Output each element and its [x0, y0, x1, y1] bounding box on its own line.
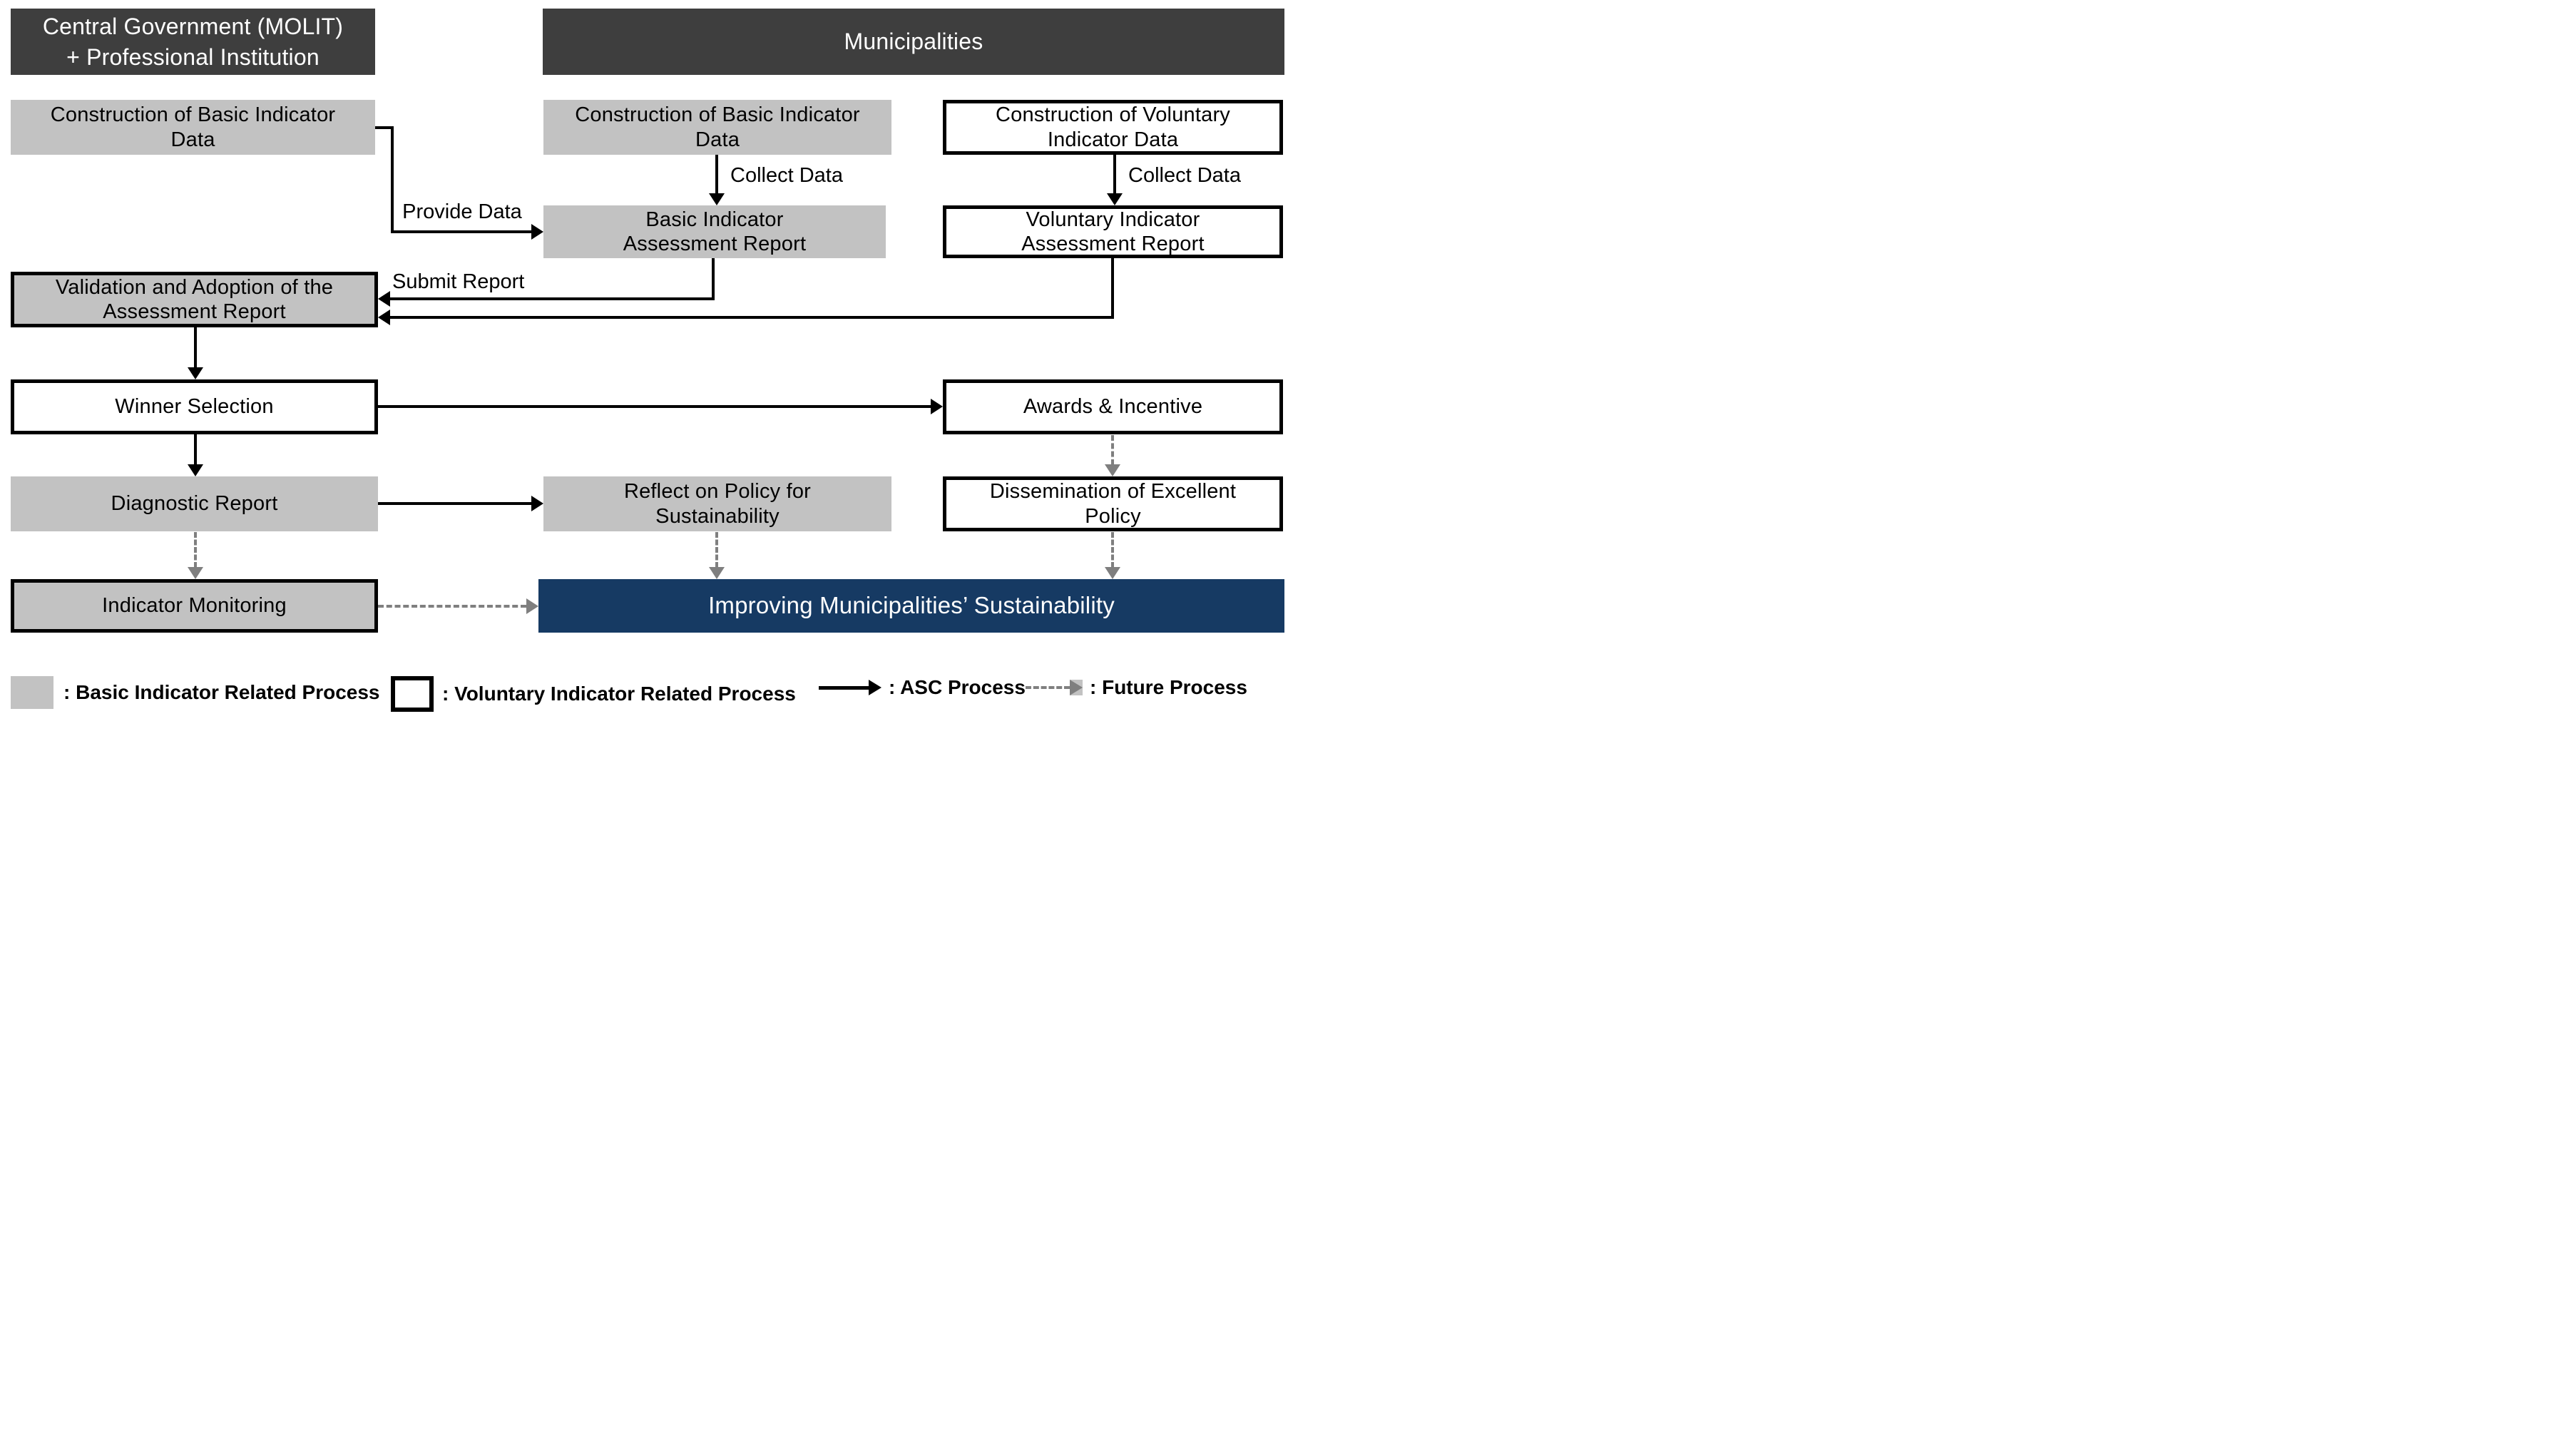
connector-provide-data-seg2 [391, 126, 394, 233]
legend-gray-swatch-icon [11, 676, 53, 709]
arrow-head-down-icon [188, 464, 203, 476]
arrow-head-down-icon [709, 193, 725, 205]
legend-label: : Voluntary Indicator Related Process [442, 683, 796, 705]
connector-voluntary-submit-seg2 [389, 316, 1114, 319]
connector-provide-data-seg1 [375, 126, 394, 129]
connector-submit-report-seg1 [712, 258, 715, 300]
connector-collect-mid-line [715, 155, 718, 195]
arrow-head-right-gray-icon [526, 598, 538, 614]
legend-label: : ASC Process [889, 676, 1026, 698]
box-awards-incentive: Awards & Incentive [943, 379, 1283, 434]
connector-submit-report-seg2 [389, 297, 715, 300]
box-diagnostic-report: Diagnostic Report [11, 476, 378, 531]
arrow-head-down-gray-icon [1105, 567, 1120, 579]
box-improving-sustainability: Improving Municipalities’ Sustainability [538, 579, 1284, 633]
connector-winner-awards [378, 405, 931, 408]
arrow-head-right-icon [531, 496, 543, 511]
arrow-head-down-icon [1107, 193, 1123, 205]
connector-dissemination-improving-dashed [1111, 532, 1114, 568]
box-winner-selection: Winner Selection [11, 379, 378, 434]
connector-diagnostic-monitoring-dashed [194, 532, 197, 568]
box-construction-basic-mid: Construction of Basic Indicator Data [543, 100, 891, 155]
connector-reflect-improving-dashed [715, 532, 718, 568]
legend-solid-arrow-icon [819, 685, 869, 690]
label-submit-report: Submit Report [392, 270, 525, 293]
box-construction-voluntary: Construction of Voluntary Indicator Data [943, 100, 1283, 155]
connector-collect-right-line [1113, 155, 1116, 195]
arrow-head-down-gray-icon [709, 567, 725, 579]
arrow-head-down-icon [188, 367, 203, 379]
connector-voluntary-submit-seg1 [1111, 258, 1114, 319]
label-collect-data-mid: Collect Data [730, 164, 843, 187]
label-collect-data-right: Collect Data [1128, 164, 1241, 187]
flowchart-canvas: Central Government (MOLIT) + Professiona… [0, 0, 1288, 718]
box-basic-assessment-report: Basic Indicator Assessment Report [543, 205, 886, 258]
arrow-head-right-icon [931, 399, 943, 414]
box-dissemination-policy: Dissemination of Excellent Policy [943, 476, 1283, 531]
label-provide-data: Provide Data [402, 200, 522, 223]
legend-gray-arrowhead-icon [1070, 680, 1083, 695]
legend-solid-arrowhead-icon [869, 680, 881, 695]
arrow-head-left-icon [378, 291, 390, 307]
legend-item-asc-process: : ASC Process [819, 676, 1026, 699]
arrow-head-down-gray-icon [1105, 464, 1120, 476]
arrow-head-right-icon [531, 224, 543, 240]
connector-validation-winner [194, 327, 197, 368]
arrow-head-left-icon [378, 310, 390, 325]
legend-label: : Future Process [1090, 676, 1247, 698]
connector-diagnostic-reflect [378, 502, 532, 505]
connector-monitoring-improving-dashed [378, 605, 526, 608]
legend-item-voluntary-indicator: : Voluntary Indicator Related Process [391, 676, 796, 712]
legend-item-future-process: : Future Process [1026, 676, 1247, 699]
header-municipalities: Municipalities [543, 9, 1284, 75]
box-indicator-monitoring: Indicator Monitoring [11, 579, 378, 633]
box-validation-adoption: Validation and Adoption of the Assessmen… [11, 272, 378, 327]
legend-item-basic-indicator: : Basic Indicator Related Process [11, 676, 380, 709]
box-voluntary-assessment-report: Voluntary Indicator Assessment Report [943, 205, 1283, 258]
arrow-head-down-gray-icon [188, 567, 203, 579]
header-central-government: Central Government (MOLIT) + Professiona… [11, 9, 375, 75]
box-construction-basic-left: Construction of Basic Indicator Data [11, 100, 375, 155]
connector-winner-diagnostic [194, 434, 197, 465]
box-reflect-policy: Reflect on Policy for Sustainability [543, 476, 891, 531]
connector-awards-dissemination-dashed [1111, 435, 1114, 465]
legend-label: : Basic Indicator Related Process [63, 681, 380, 703]
legend-white-swatch-icon [391, 676, 434, 712]
legend-dashed-arrow-icon [1026, 686, 1070, 689]
connector-provide-data-seg3 [391, 230, 533, 233]
